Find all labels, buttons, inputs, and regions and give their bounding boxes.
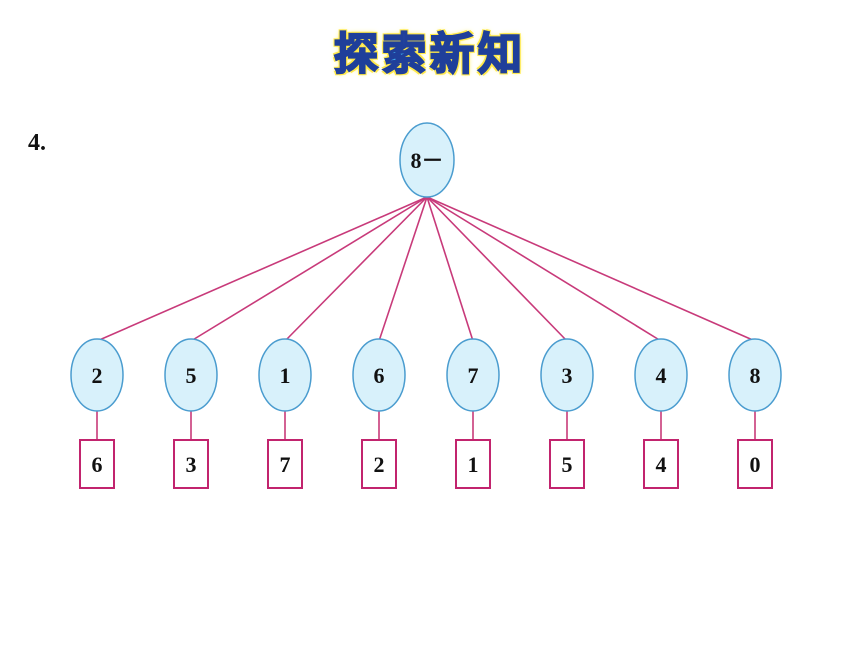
subtrahend-node — [164, 338, 218, 412]
branch-link — [426, 196, 568, 342]
subtrahend-label: 6 — [374, 363, 385, 388]
subtrahend-node — [258, 338, 312, 412]
answer-box — [549, 439, 585, 489]
branch-link — [284, 196, 428, 342]
root-node: 8－ — [399, 122, 455, 198]
answer-box — [267, 439, 303, 489]
branch-group: 17 — [258, 338, 312, 489]
branch-group: 62 — [352, 338, 406, 489]
answer-label: 5 — [562, 452, 573, 477]
page-title: 探索新知 — [333, 28, 526, 81]
subtrahend-node — [352, 338, 406, 412]
answer-box — [361, 439, 397, 489]
subtrahend-node — [446, 338, 500, 412]
answer-label: 4 — [656, 452, 667, 477]
branch-link — [426, 196, 756, 342]
branch-group: 80 — [728, 338, 782, 489]
branch-group: 26 — [70, 338, 124, 489]
branch-group: 35 — [540, 338, 594, 489]
branch-group: 71 — [446, 338, 500, 489]
answer-box — [79, 439, 115, 489]
subtrahend-label: 3 — [562, 363, 573, 388]
answer-label: 2 — [374, 452, 385, 477]
root-node-label: 8－ — [410, 148, 443, 173]
subtrahend-node — [540, 338, 594, 412]
subtrahend-node — [728, 338, 782, 412]
answer-label: 1 — [468, 452, 479, 477]
subtrahend-label: 2 — [92, 363, 103, 388]
subtrahend-node — [70, 338, 124, 412]
subtrahend-label: 7 — [468, 363, 479, 388]
subtrahend-label: 5 — [186, 363, 197, 388]
problem-number: 4. — [28, 130, 46, 156]
branch-group: 44 — [634, 338, 688, 489]
answer-label: 6 — [92, 452, 103, 477]
subtrahend-label: 8 — [750, 363, 761, 388]
branch-link — [378, 196, 428, 342]
subtrahend-label: 1 — [280, 363, 291, 388]
answer-label: 3 — [186, 452, 197, 477]
answer-box — [173, 439, 209, 489]
branch-link — [190, 196, 428, 342]
answer-box — [643, 439, 679, 489]
branch-link — [426, 196, 662, 342]
answer-label: 0 — [750, 452, 761, 477]
root-node-ellipse — [399, 122, 455, 198]
answer-label: 7 — [280, 452, 291, 477]
subtrahend-label: 4 — [656, 363, 667, 388]
branch-link — [426, 196, 474, 342]
answer-box — [737, 439, 773, 489]
subtrahend-node — [634, 338, 688, 412]
branch-links — [96, 196, 756, 342]
branch-group: 53 — [164, 338, 218, 489]
branch-link — [96, 196, 428, 342]
answer-box — [455, 439, 491, 489]
